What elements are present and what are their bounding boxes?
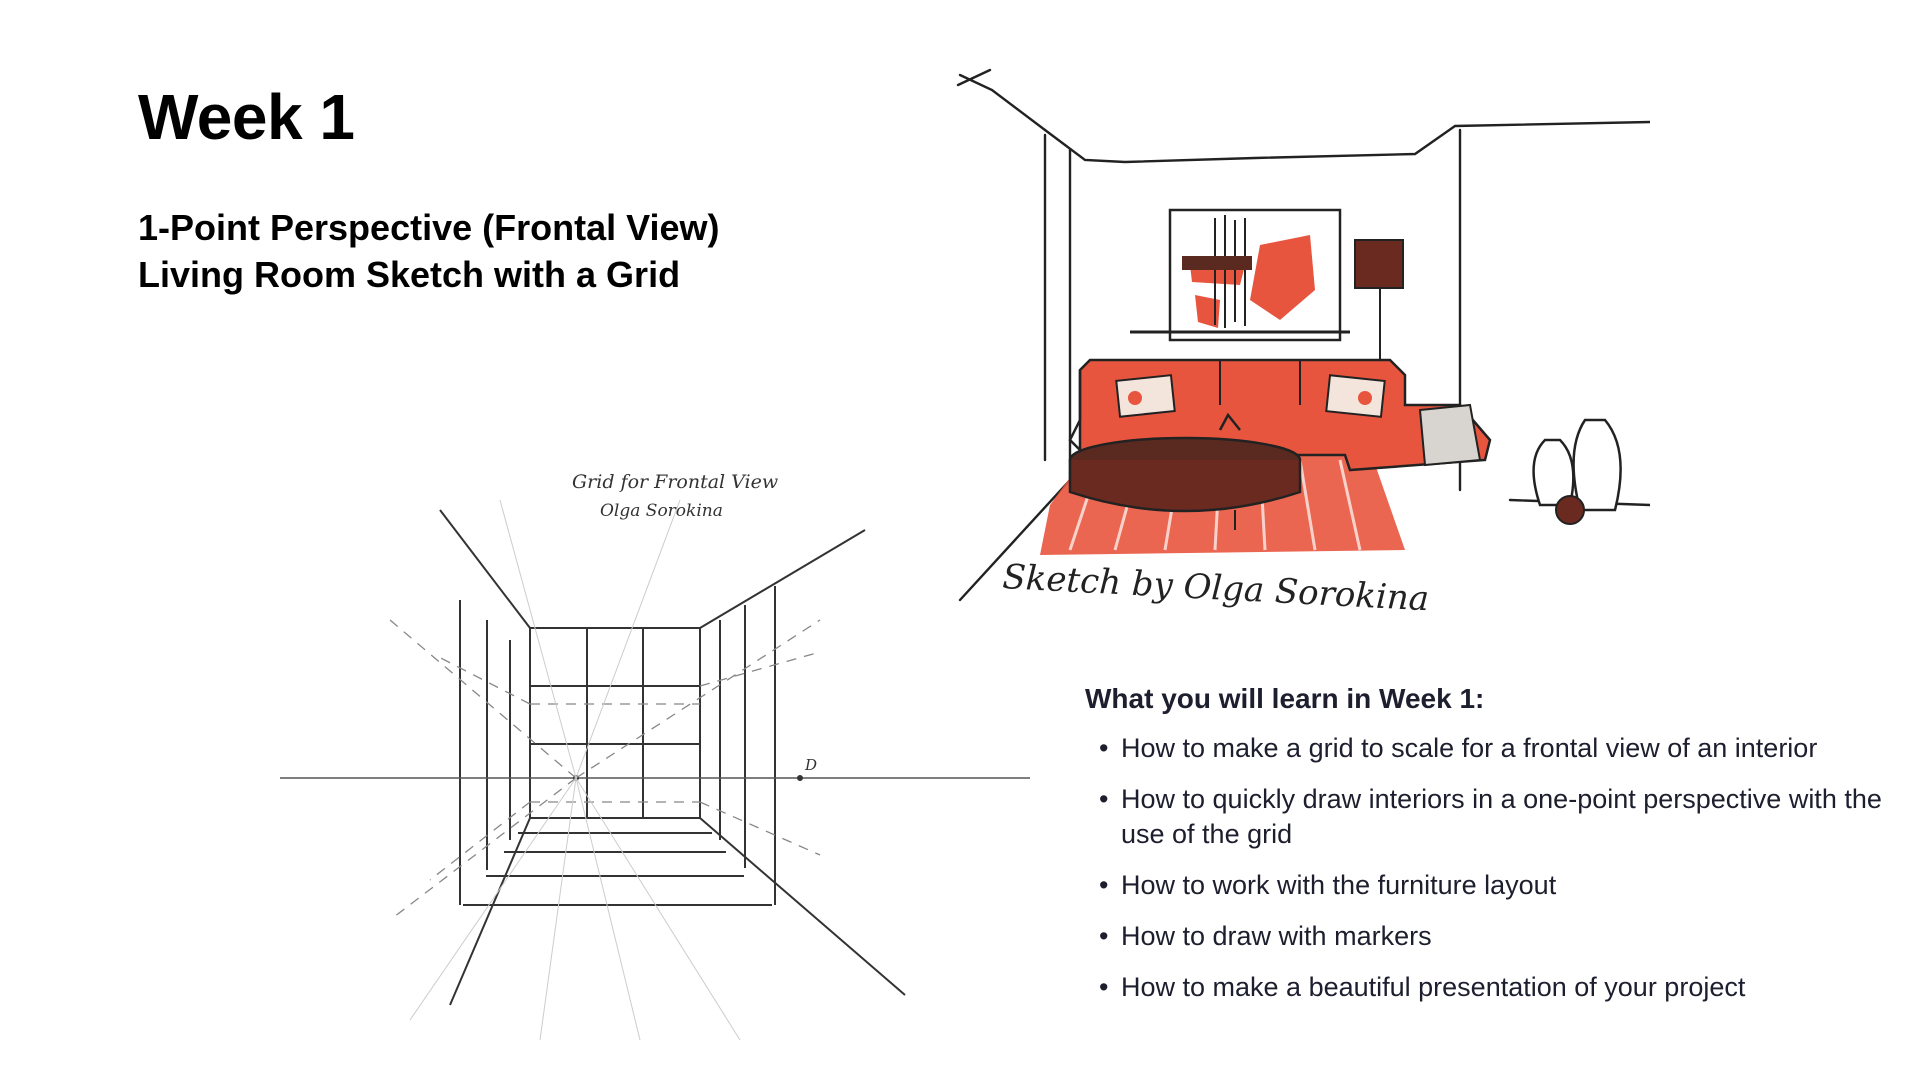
perspective-grid-sketch: Grid for Frontal View Olga Sorokina D	[280, 471, 1030, 1041]
sketch-signature: Sketch by Olga Sorokina	[1002, 557, 1430, 619]
list-item: How to work with the furniture layout	[1085, 868, 1905, 903]
list-item: How to draw with markers	[1085, 919, 1905, 954]
lesson-title: 1-Point Perspective (Frontal View)	[138, 207, 720, 248]
learning-outcomes: What you will learn in Week 1: How to ma…	[1085, 683, 1905, 1021]
grid-caption-title: Grid for Frontal View	[572, 471, 778, 493]
page-title: Week 1	[138, 81, 355, 153]
learning-outcomes-list: How to make a grid to scale for a fronta…	[1085, 731, 1905, 1005]
list-item: How to make a beautiful presentation of …	[1085, 970, 1905, 1005]
learning-outcomes-heading: What you will learn in Week 1:	[1085, 683, 1485, 714]
vanishing-point-label: D	[804, 756, 817, 774]
list-item: How to quickly draw interiors in a one-p…	[1085, 782, 1905, 852]
lesson-subtitle: Living Room Sketch with a Grid	[138, 254, 681, 295]
grid-caption-author: Olga Sorokina	[600, 501, 723, 521]
living-room-sketch: Sketch by Olga Sorokina	[956, 68, 1650, 619]
list-item: How to make a grid to scale for a fronta…	[1085, 731, 1905, 766]
